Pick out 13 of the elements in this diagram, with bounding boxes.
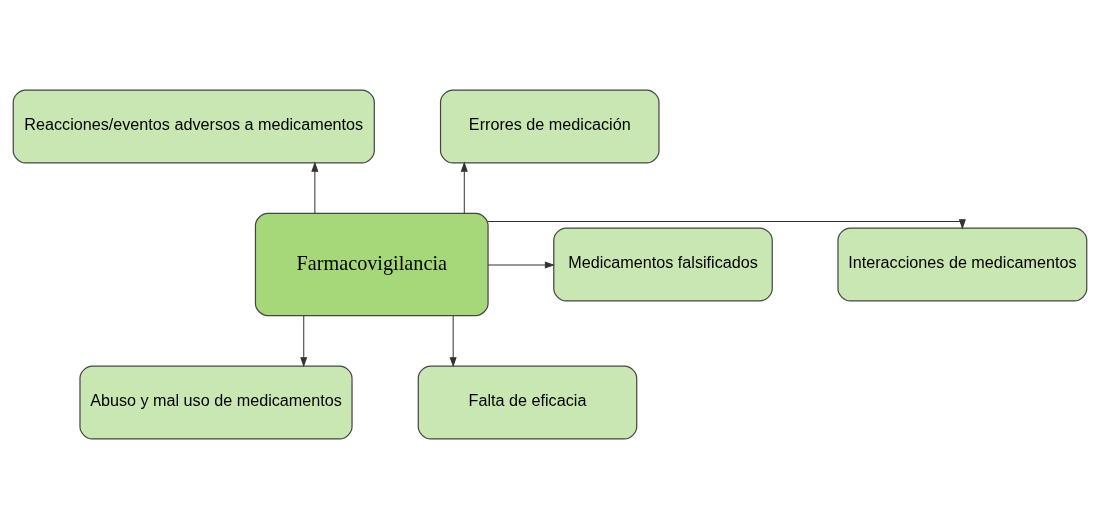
arrow	[487, 261, 555, 269]
arrow	[460, 161, 468, 214]
node-box: Medicamentos falsificados	[553, 227, 773, 302]
node-box: Reacciones/eventos adversos a medicamentos	[12, 89, 375, 164]
node-box: Falta de eficacia	[417, 365, 638, 440]
node-box: Farmacovigilancia	[254, 212, 489, 317]
node-box: Abuso y mal uso de medicamentos	[79, 365, 353, 440]
arrow	[311, 161, 319, 214]
arrow	[449, 315, 457, 368]
node-box: Errores de medicación	[439, 89, 660, 164]
node-box: Interacciones de medicamentos	[837, 227, 1088, 302]
arrow	[487, 219, 966, 230]
arrow	[300, 315, 308, 368]
